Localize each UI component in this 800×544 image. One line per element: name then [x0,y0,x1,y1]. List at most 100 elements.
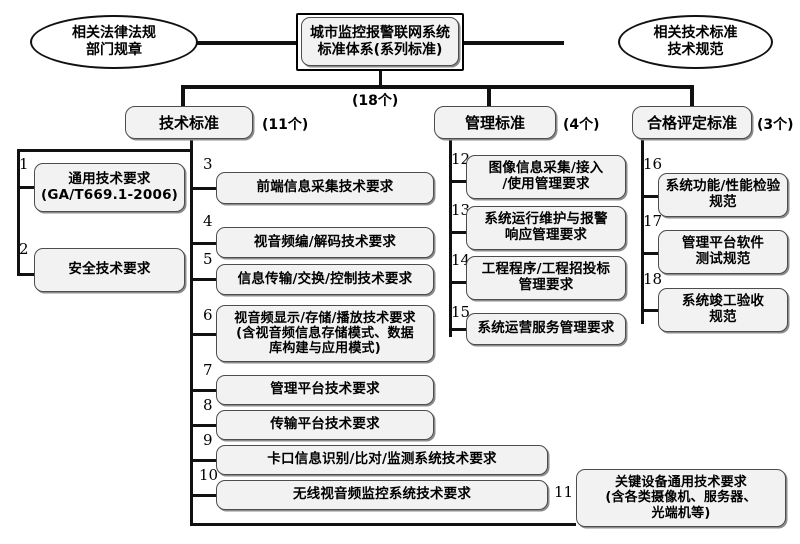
item-number-14: 14 [451,251,471,269]
item-label-15: 系统运营服务管理要求 [477,320,615,337]
item-number-7: 7 [203,361,213,379]
item-number-1: 1 [19,155,29,173]
item-number-5: 5 [203,250,213,268]
right-ellipse-technical-standards: 相关技术标准 技术规范 [618,15,773,69]
item-box-10[interactable]: 无线视音频监控系统技术要求 [216,480,548,510]
item-label-18: 系统竣工验收 规范 [681,293,765,325]
connector-stub-14 [449,281,466,284]
connector-stub-1 [17,186,34,189]
connector-stub-2 [17,273,34,276]
connector-stub-12 [449,180,466,183]
category-mgmt-count: (4个) [563,117,600,133]
item-label-11: 关键设备通用技术要求 (含各类摄像机、服务器、 光端机等) [605,475,757,521]
category-mgmt-label: 管理标准 [464,114,525,132]
item-box-3[interactable]: 前端信息采集技术要求 [216,172,434,204]
connector-bus-to-tech [181,85,185,106]
item-box-4[interactable]: 视音频编/解码技术要求 [216,227,434,258]
connector-tech-stem [190,137,193,526]
item-number-8: 8 [203,396,213,414]
item-number-15: 15 [451,303,471,321]
connector-stub-9 [190,459,216,462]
category-management-standard[interactable]: 管理标准 [434,106,556,139]
item-number-9: 9 [203,431,213,449]
connector-stub-4 [190,242,216,245]
item-label-6: 视音频显示/存储/播放技术要求 (含视音频信息存储模式、数据 库构建与应用模式) [234,310,416,357]
item-number-16: 16 [643,155,663,173]
right-ellipse-label: 相关技术标准 技术规范 [653,25,738,58]
connector-tech-left-vertical [17,149,20,276]
category-tech-label: 技术标准 [158,114,219,132]
item-box-7[interactable]: 管理平台技术要求 [216,375,434,405]
item-label-1: 通用技术要求 (GA/T669.1-2006) [40,170,179,203]
connector-stub-8 [190,424,216,427]
item-box-9[interactable]: 卡口信息识别/比对/监测系统技术要求 [216,445,548,475]
connector-stub-6 [190,333,216,336]
item-label-5: 信息传输/交换/控制技术要求 [237,270,413,287]
connector-stub-17 [641,252,658,255]
item-number-6: 6 [203,306,213,324]
connector-bottom-run-to-11 [190,523,576,526]
item-box-11[interactable]: 关键设备通用技术要求 (含各类摄像机、服务器、 光端机等) [576,469,786,527]
item-label-2: 安全技术要求 [68,261,151,278]
item-number-10: 10 [199,466,219,484]
category-assess-label: 合格评定标准 [646,114,737,132]
item-label-14: 工程程序/工程招投标 管理要求 [481,261,611,293]
connector-stub-5 [190,278,216,281]
item-label-12: 图像信息采集/接入 /使用管理要求 [488,160,604,192]
item-number-3: 3 [203,155,213,173]
item-number-13: 13 [451,201,471,219]
category-assess-count: (3个) [757,117,794,133]
connector-bus-to-mgmt [487,85,491,106]
connector-stub-15 [449,328,466,331]
connector-assess-stem [641,137,644,324]
item-box-16[interactable]: 系统功能/性能检验 规范 [658,173,788,217]
item-number-4: 4 [203,212,213,230]
root-box: 城市监控报警联网系统 标准体系(系列标准) [301,17,459,66]
item-box-13[interactable]: 系统运行维护与报警 响应管理要求 [466,206,626,250]
item-box-14[interactable]: 工程程序/工程招投标 管理要求 [466,256,626,300]
item-box-6[interactable]: 视音频显示/存储/播放技术要求 (含视音频信息存储模式、数据 库构建与应用模式) [216,305,434,362]
item-box-1[interactable]: 通用技术要求 (GA/T669.1-2006) [34,163,185,212]
item-number-11: 11 [554,483,574,501]
root-box-label: 城市监控报警联网系统 标准体系(系列标准) [310,24,450,58]
connector-stub-13 [449,231,466,234]
connector-tech-left-bar [17,149,192,152]
connector-stub-18 [641,309,658,312]
item-box-2[interactable]: 安全技术要求 [34,248,185,292]
connector-root-stem [379,62,382,87]
item-label-7: 管理平台技术要求 [270,381,380,398]
item-box-8[interactable]: 传输平台技术要求 [216,410,434,440]
item-label-3: 前端信息采集技术要求 [256,179,394,196]
item-label-17: 管理平台软件 测试规范 [681,235,765,267]
item-number-2: 2 [19,240,29,258]
item-box-18[interactable]: 系统竣工验收 规范 [658,288,788,332]
item-label-13: 系统运行维护与报警 响应管理要求 [484,211,608,243]
item-label-10: 无线视音频监控系统技术要求 [292,486,472,503]
total-count-label: (18个) [352,93,399,109]
connector-stub-16 [641,195,658,198]
connector-stub-10 [190,494,216,497]
item-box-15[interactable]: 系统运营服务管理要求 [466,313,626,345]
connector-left-ellipse-to-root [196,41,302,45]
connector-root-to-right-ellipse [460,41,564,45]
connector-mgmt-stem [449,137,452,337]
item-box-17[interactable]: 管理平台软件 测试规范 [658,230,788,274]
category-tech-count: (11个) [262,117,309,133]
item-number-18: 18 [643,270,663,288]
item-number-17: 17 [643,212,663,230]
category-tech-standard[interactable]: 技术标准 [125,106,253,139]
item-box-5[interactable]: 信息传输/交换/控制技术要求 [216,264,434,295]
connector-bus-to-assess [690,85,694,106]
item-label-9: 卡口信息识别/比对/监测系统技术要求 [267,451,497,468]
item-label-16: 系统功能/性能检验 规范 [665,178,781,210]
left-ellipse-legal-regulations: 相关法律法规 部门规章 [30,15,198,69]
connector-stub-3 [190,187,216,190]
connector-main-bus [181,85,693,89]
left-ellipse-label: 相关法律法规 部门规章 [72,25,156,58]
item-box-12[interactable]: 图像信息采集/接入 /使用管理要求 [466,155,626,199]
category-conformity-assessment-standard[interactable]: 合格评定标准 [632,106,752,139]
item-label-4: 视音频编/解码技术要求 [253,233,397,250]
item-label-8: 传输平台技术要求 [270,416,380,433]
item-number-12: 12 [451,150,471,168]
